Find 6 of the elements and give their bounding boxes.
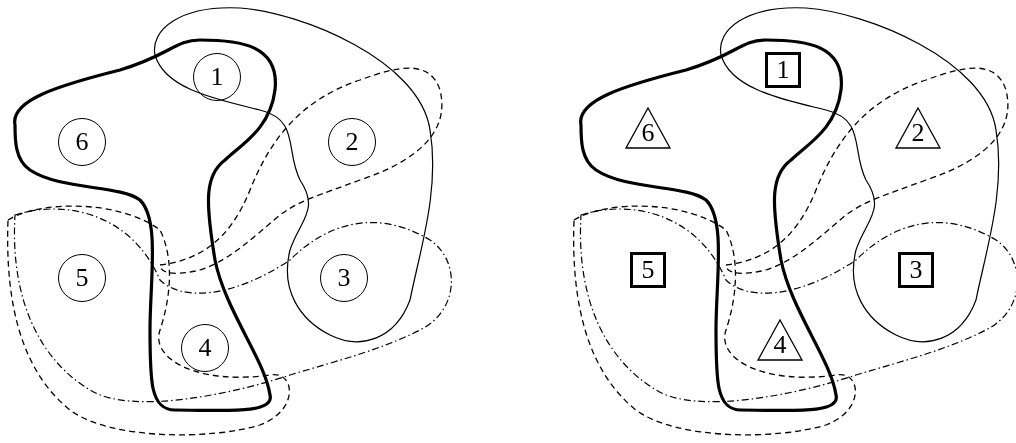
- square-node: 5: [630, 252, 666, 288]
- triangle-node: 6: [625, 107, 671, 149]
- square-node: 3: [898, 252, 934, 288]
- square-node: 1: [765, 52, 801, 88]
- triangle-node: 4: [757, 319, 803, 361]
- triangle-node: 2: [895, 107, 941, 149]
